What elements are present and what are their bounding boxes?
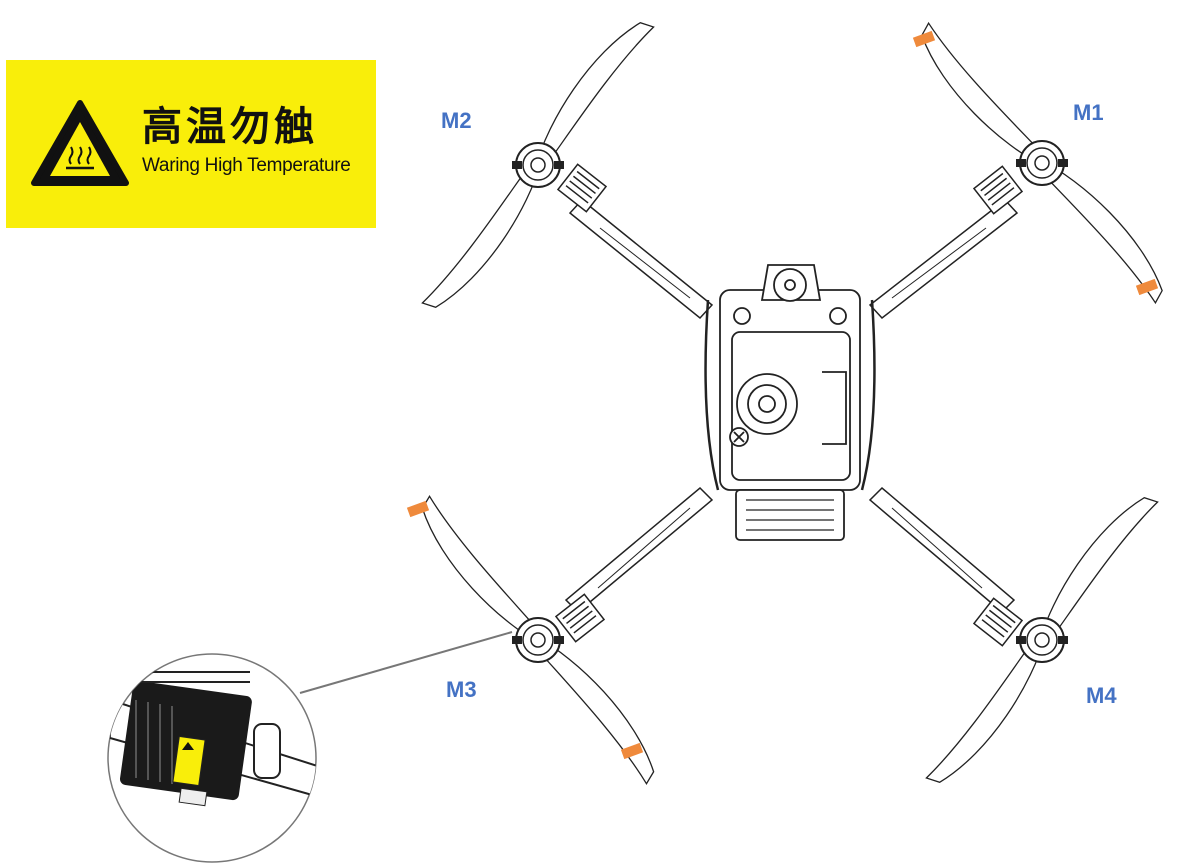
- motor-label-m4: M4: [1086, 683, 1117, 708]
- warning-label: [6, 60, 376, 228]
- motor-label-m1: M1: [1073, 100, 1104, 125]
- motor-label-m3: M3: [446, 677, 477, 702]
- esc-module-m3: [555, 593, 605, 643]
- esc-module-m1: [973, 165, 1023, 215]
- esc-module-m4: [973, 597, 1023, 647]
- callout-line: [299, 631, 513, 694]
- drone-body: [704, 264, 876, 541]
- propeller-tip-markers: [406, 30, 1159, 760]
- motor-label-m2: M2: [441, 108, 472, 133]
- warning-subtitle-en: Waring High Temperature: [142, 155, 351, 176]
- zoom-detail-circle: [107, 653, 317, 863]
- warning-title-cn: 高温勿触: [142, 104, 318, 150]
- drone-arms: [564, 198, 1019, 614]
- esc-module-m2: [557, 163, 607, 213]
- hot-surface-warning-icon: [31, 100, 129, 186]
